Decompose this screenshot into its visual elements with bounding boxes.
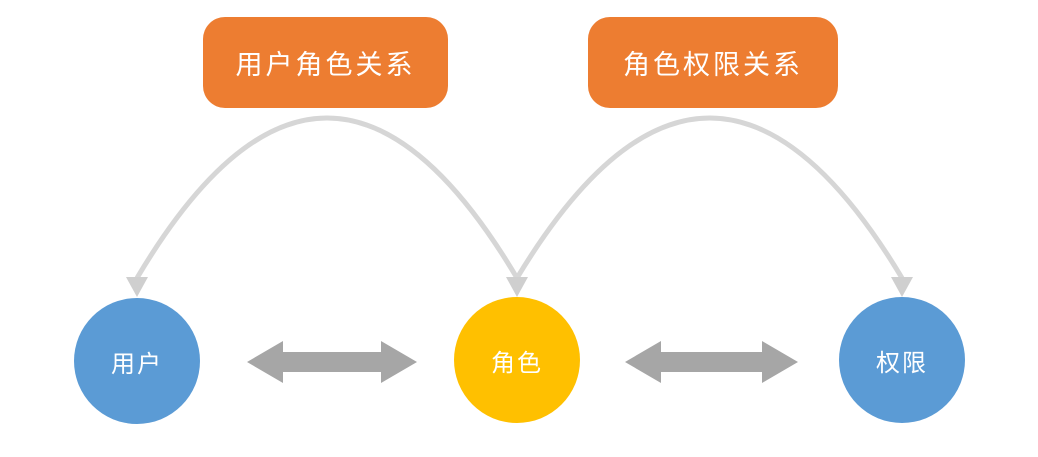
role-permission-arc: [514, 115, 905, 280]
role-permission-relation-label: 角色权限关系: [588, 17, 838, 108]
user-role-relation-text: 用户角色关系: [235, 50, 416, 81]
user-role-relation-label: 用户角色关系: [203, 17, 448, 108]
permission-node: 权限: [839, 297, 965, 423]
user-node: 用户: [74, 298, 200, 424]
user-role-double-arrow: [247, 341, 417, 383]
arc-arrowhead-user: [126, 277, 148, 297]
user-node-label: 用户: [111, 349, 163, 378]
arc-arrowhead-role: [506, 277, 528, 297]
permission-node-label: 权限: [876, 348, 928, 377]
arc-arrowhead-permission: [891, 277, 913, 297]
role-permission-relation-text: 角色权限关系: [623, 50, 803, 81]
role-node: 角色: [454, 297, 580, 423]
role-permission-double-arrow: [625, 341, 798, 383]
user-role-arc: [134, 115, 520, 280]
role-node-label: 角色: [491, 348, 543, 377]
